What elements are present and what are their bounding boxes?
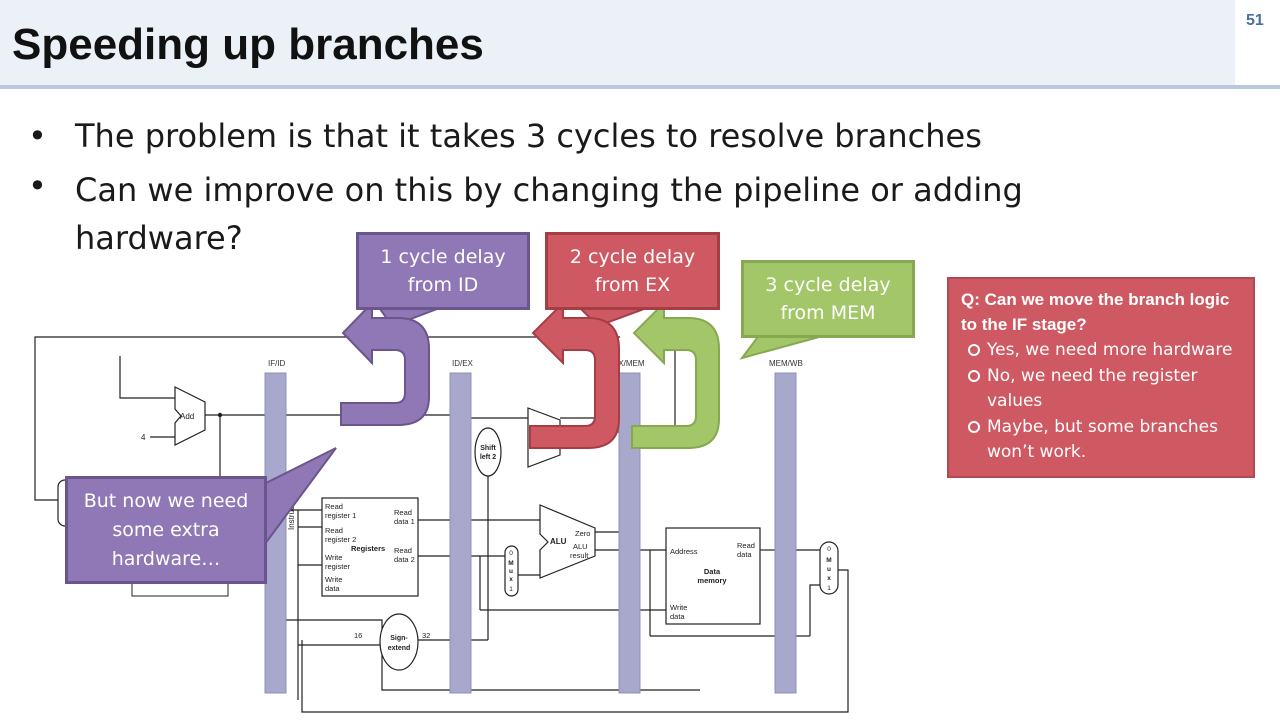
mux-letter: 1 <box>509 586 513 593</box>
sign-extend-label: extend <box>388 645 411 652</box>
mux-letter: 1 <box>827 585 831 592</box>
id-ex-register <box>449 372 472 694</box>
register-label: Read <box>394 546 412 555</box>
instruction-memory-edge <box>131 582 229 597</box>
callout-mem-delay: 3 cycle delay from MEM <box>741 260 915 338</box>
answer-option-label: No, we need the register values <box>987 366 1198 411</box>
data-memory-title: memory <box>697 576 727 585</box>
radio-circle-icon <box>968 421 980 433</box>
register-file-title: Registers <box>351 544 385 553</box>
bus-width-label: 16 <box>354 631 362 640</box>
page-number-area <box>1235 0 1280 85</box>
register-label: Read <box>325 502 343 511</box>
callout-id-delay: 1 cycle delay from ID <box>356 232 530 310</box>
bullet-dot: • <box>28 167 47 205</box>
register-file <box>321 497 419 597</box>
bullet-text: The problem is that it takes 3 cycles to… <box>75 117 982 155</box>
mux-letter: M <box>826 557 831 564</box>
shift-label: Shift <box>480 445 496 452</box>
answer-option[interactable]: Yes, we need more hardware <box>961 338 1243 363</box>
register-label: register 1 <box>325 511 356 520</box>
title-underline <box>0 85 1280 89</box>
adder-constant: 4 <box>141 433 146 442</box>
page-number: 51 <box>1246 12 1264 29</box>
shift-left-2-unit <box>474 427 502 477</box>
bullet-item: • Can we improve on this by changing the… <box>28 166 1148 262</box>
callout-extra-hardware: But now we need some extra hardware… <box>65 476 267 584</box>
mux-letter: x <box>509 576 513 583</box>
register-label: data <box>325 584 340 593</box>
register-label: data 1 <box>394 517 415 526</box>
radio-circle-icon <box>968 370 980 382</box>
answer-option[interactable]: Maybe, but some branches won’t work. <box>961 415 1243 465</box>
mem-feedback-arrow <box>631 300 720 449</box>
question-title: Q: Can we move the branch logic to the I… <box>961 290 1230 334</box>
ex-feedback-arrow <box>529 300 620 449</box>
bullet-item: • The problem is that it takes 3 cycles … <box>28 116 1148 156</box>
mux-letter: x <box>827 575 831 582</box>
data-memory-label: Address <box>670 547 698 556</box>
register-label: Read <box>394 508 412 517</box>
bullet-text: Can we improve on this by changing the p… <box>75 171 1023 257</box>
sign-extend-unit <box>379 613 419 671</box>
alu-src-mux <box>504 545 519 597</box>
mem-wb-register <box>774 372 797 694</box>
register-label: register 2 <box>325 535 356 544</box>
mux-letter: u <box>509 568 513 575</box>
radio-circle-icon <box>968 344 980 356</box>
mux-letter: u <box>827 566 831 573</box>
register-label: Write <box>325 575 342 584</box>
answer-option-label: Maybe, but some branches won’t work. <box>987 417 1218 462</box>
slide-title: Speeding up branches <box>12 20 484 69</box>
alu-result-label: ALU <box>573 542 588 551</box>
writeback-mux <box>819 541 839 595</box>
register-label: data 2 <box>394 555 415 564</box>
alu-result-label: result <box>570 551 589 560</box>
register-label: Write <box>325 553 342 562</box>
ex-mem-label: EX/MEM <box>613 359 645 368</box>
alu <box>539 504 596 579</box>
if-id-label: IF/ID <box>268 359 286 368</box>
wire-junction <box>217 412 223 418</box>
bullet-dot: • <box>28 117 47 155</box>
bullet-list: • The problem is that it takes 3 cycles … <box>28 116 1148 276</box>
answer-option[interactable]: No, we need the register values <box>961 364 1243 414</box>
data-memory-label: data <box>737 550 752 559</box>
data-memory-title: Data <box>704 567 721 576</box>
data-memory-label: Write <box>670 603 687 612</box>
register-label: register <box>325 562 351 571</box>
data-memory <box>665 527 761 625</box>
mem-wb-label: MEM/WB <box>769 359 803 368</box>
id-ex-label: ID/EX <box>452 359 474 368</box>
alu-zero-label: Zero <box>575 529 590 538</box>
register-label: Read <box>325 526 343 535</box>
data-memory-label: data <box>670 612 685 621</box>
instruction-label: Instruction <box>287 493 296 530</box>
adder-label: Add <box>180 412 194 421</box>
data-memory-label: Read <box>737 541 755 550</box>
mux-letter: 0 <box>827 546 831 553</box>
question-box: Q: Can we move the branch logic to the I… <box>947 277 1255 478</box>
mux-letter: M <box>508 560 513 567</box>
pc-adder <box>174 386 206 446</box>
ex-mem-register <box>618 372 641 694</box>
answer-option-label: Yes, we need more hardware <box>987 340 1233 360</box>
alu-label: ALU <box>550 537 567 546</box>
sign-extend-label: Sign- <box>390 635 408 642</box>
mux-letter: 0 <box>509 550 513 557</box>
title-bar <box>0 0 1235 85</box>
shift-label: left 2 <box>480 454 496 461</box>
callout-ex-delay: 2 cycle delay from EX <box>545 232 720 310</box>
id-feedback-arrow <box>340 300 430 426</box>
bus-width-label: 32 <box>422 631 430 640</box>
